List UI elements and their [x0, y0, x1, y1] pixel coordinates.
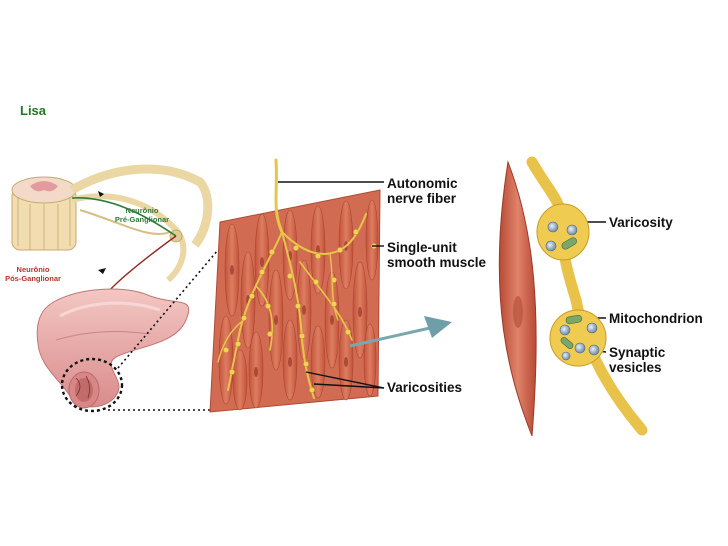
zoom-line-top: [117, 249, 219, 369]
label-single-unit: Single-unit: [387, 240, 457, 255]
zoom-circle: [60, 357, 124, 413]
varicosity-beads: [223, 229, 377, 393]
intestine: [36, 288, 190, 409]
label-vesicles: vesicles: [609, 360, 662, 375]
synaptic-vesicles: [545, 221, 600, 361]
label-autonomic: Autonomic: [387, 176, 458, 191]
label-mitochondrion: Mitochondrion: [609, 311, 703, 326]
label-synaptic: Synaptic: [609, 345, 666, 360]
label-pos-ganglionar-1: Neurônio: [16, 265, 50, 274]
smooth-muscle-tissue: [209, 189, 381, 413]
label-nerve-fiber: nerve fiber: [387, 191, 457, 206]
label-pre-ganglionar-1: Neurônio: [125, 206, 159, 215]
slide-title: Lisa: [20, 103, 47, 118]
mitochondria: [560, 237, 583, 349]
arrow-head-icon: [98, 268, 106, 274]
label-varicosity: Varicosity: [609, 215, 673, 230]
pre-ganglionic-fiber: [71, 197, 177, 237]
spinal-cord: [11, 176, 77, 251]
label-pos-ganglionar-2: Pós-Ganglionar: [5, 274, 61, 283]
nerve-fiber-with-varicosities: [526, 156, 648, 436]
magnify-arrow-icon: [349, 316, 452, 348]
label-pre-ganglionar-2: Pré-Ganglionar: [114, 215, 170, 224]
arrow-head-icon: [98, 191, 104, 197]
label-varicosities: Varicosities: [387, 380, 463, 395]
cell-nucleus: [513, 296, 523, 328]
label-smooth-muscle: smooth muscle: [387, 255, 487, 270]
